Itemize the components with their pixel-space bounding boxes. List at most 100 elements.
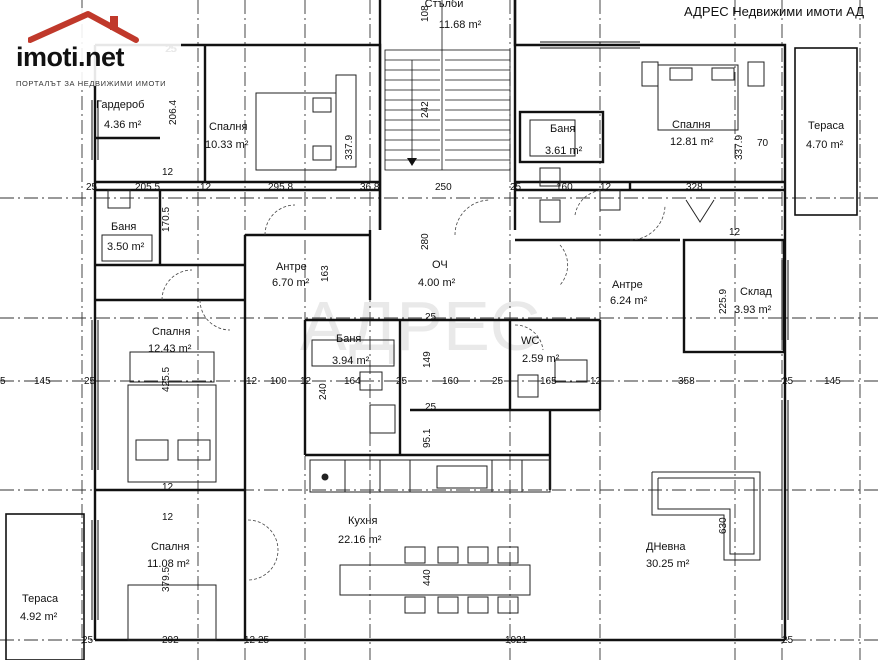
- dimension-label: 25: [425, 312, 437, 323]
- room-name: Спалня: [152, 326, 191, 338]
- room-name: ОЧ: [432, 259, 448, 271]
- room-name: Кухня: [348, 515, 377, 527]
- imoti-net-logo[interactable]: imoti.net ПОРТАЛЪТ ЗА НЕДВИЖИМИ ИМОТИ: [6, 8, 181, 88]
- room-name: Антре: [612, 279, 643, 291]
- dimension-label: 295.8: [268, 182, 293, 193]
- dimension-label: 108: [420, 5, 431, 22]
- dimension-label: 240: [318, 383, 329, 400]
- room-name: Тераса: [22, 593, 59, 605]
- room-area: 12.81 m²: [670, 136, 714, 148]
- room-area: 3.93 m²: [734, 304, 772, 316]
- logo-text: imoti.net: [16, 42, 125, 72]
- dimension-label: 163: [320, 265, 331, 282]
- dimension-label: 5: [0, 376, 6, 387]
- dimension-label: 25: [782, 376, 794, 387]
- dimension-label: 25: [84, 376, 96, 387]
- dimension-label: 165: [540, 376, 557, 387]
- dimension-label: 12: [300, 376, 312, 387]
- room-name: Баня: [111, 221, 136, 233]
- dimension-label: 12: [162, 167, 174, 178]
- room-name: Баня: [550, 123, 575, 135]
- room-name: ДНевна: [646, 541, 686, 553]
- dimension-label: 25: [425, 402, 437, 413]
- room-area: 2.59 m²: [522, 353, 560, 365]
- room-area: 12.43 m²: [148, 343, 192, 355]
- room-area: 4.36 m²: [104, 119, 142, 131]
- dimension-label: 292: [162, 635, 179, 646]
- room-area: 4.70 m²: [806, 139, 844, 151]
- dimension-label: 25: [396, 376, 408, 387]
- room-name: Гардероб: [96, 99, 144, 111]
- logo-tagline: ПОРТАЛЪТ ЗА НЕДВИЖИМИ ИМОТИ: [16, 79, 167, 88]
- dimension-label: 25: [782, 635, 794, 646]
- dimension-label: 280: [420, 233, 431, 250]
- roof-icon: [28, 11, 139, 43]
- room-area: 4.00 m²: [418, 277, 456, 289]
- room-name: Склад: [740, 286, 772, 298]
- dimension-label: 242: [420, 101, 431, 118]
- dimension-label: 164: [344, 376, 361, 387]
- dimension-label: 25: [86, 182, 98, 193]
- door-marks: [685, 199, 715, 223]
- dimension-label: 12: [162, 482, 174, 493]
- dimension-label: 328: [686, 182, 703, 193]
- agency-name: АДРЕС Недвижими имоти АД: [684, 4, 864, 19]
- windows: [91, 41, 789, 620]
- room-name: WC: [521, 335, 539, 347]
- room-name: Баня: [336, 333, 361, 345]
- dimension-label: 358: [678, 376, 695, 387]
- dimension-label: 100: [270, 376, 287, 387]
- room-name: Антре: [276, 261, 307, 273]
- watermark: АДРЕС: [300, 287, 540, 365]
- dimension-label: 12: [600, 182, 612, 193]
- room-area: 6.24 m²: [610, 295, 648, 307]
- room-area: 3.94 m²: [332, 355, 370, 367]
- room-area: 3.50 m²: [107, 241, 145, 253]
- room-area: 11.08 m²: [147, 558, 190, 570]
- dimension-label: 25: [258, 635, 270, 646]
- dimension-label: 145: [824, 376, 841, 387]
- room-name: Стълби: [425, 0, 464, 10]
- room-area: 10.33 m²: [205, 139, 249, 151]
- room-area: 30.25 m²: [646, 558, 690, 570]
- terraces: [5, 47, 858, 660]
- dimension-label: 440: [422, 569, 433, 586]
- dimension-label: 36.8: [360, 182, 380, 193]
- dimension-label: 225.9: [718, 289, 729, 314]
- room-area: 11.68 m²: [439, 19, 482, 31]
- dimension-label: 12: [200, 182, 212, 193]
- dimension-label: 12: [246, 376, 258, 387]
- room-area: 3.61 m²: [545, 145, 583, 157]
- room-name: Спалня: [209, 121, 248, 133]
- room-name: Спалня: [151, 541, 190, 553]
- dimension-label: 145: [34, 376, 51, 387]
- room-name: Спалня: [672, 119, 711, 131]
- dimension-label: 70: [757, 138, 769, 149]
- dimension-label: 95.1: [422, 428, 433, 448]
- dimension-label: 250: [435, 182, 452, 193]
- logo-backdrop: [6, 8, 181, 86]
- dimension-label: 1021: [505, 635, 528, 646]
- dimension-label: 12: [729, 227, 741, 238]
- dimension-label: 12: [162, 512, 174, 523]
- dimension-label: 12: [244, 635, 256, 646]
- dimension-label: 25: [510, 182, 522, 193]
- dimension-label: 425.5: [161, 367, 172, 392]
- dimension-label: 337.9: [344, 135, 355, 160]
- dimension-label: 160: [556, 182, 573, 193]
- dimension-label: 25: [82, 635, 94, 646]
- room-name: Тераса: [808, 120, 845, 132]
- dimension-label: 630: [718, 517, 729, 534]
- room-area: 4.92 m²: [20, 611, 58, 623]
- dimension-label: 379.5: [161, 567, 172, 592]
- dimension-label: 12: [590, 376, 602, 387]
- furniture: [101, 61, 765, 641]
- dimension-label: 149: [422, 351, 433, 368]
- dimension-label: 337.9: [734, 135, 745, 160]
- door-swings: [161, 189, 666, 581]
- room-area: 22.16 m²: [338, 534, 382, 546]
- stair-arrow-icon: [407, 158, 417, 166]
- dimension-label: 160: [442, 376, 459, 387]
- dimension-label: 206.4: [168, 100, 179, 125]
